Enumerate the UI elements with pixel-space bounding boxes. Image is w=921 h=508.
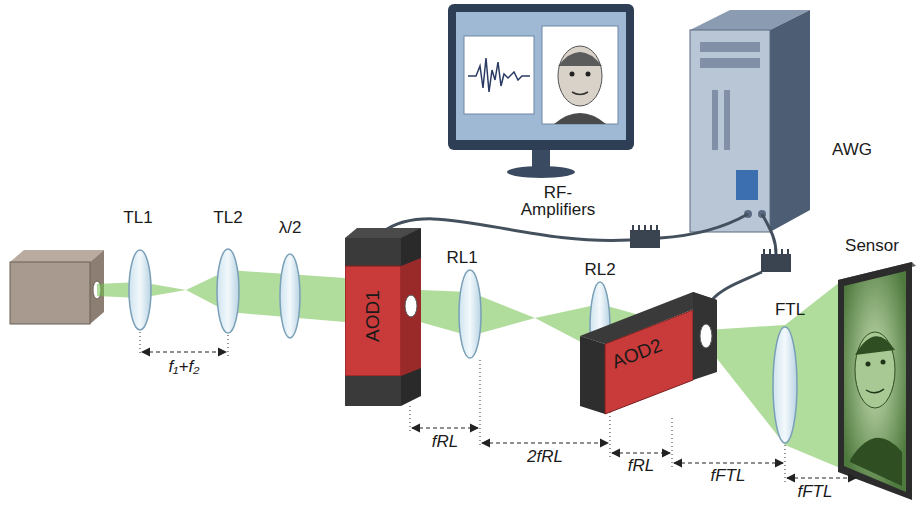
sensor [838, 262, 916, 500]
lens [129, 249, 797, 443]
dimension-line [140, 332, 856, 482]
rf-cables [383, 214, 776, 300]
distance-label: fRL [432, 432, 458, 451]
laser-beam [97, 270, 840, 468]
sensor-label: Sensor [845, 236, 899, 255]
aod-label: AOD1 [362, 290, 384, 342]
lens-label: RL2 [584, 260, 615, 279]
distance-label: f₁+f₂ [168, 357, 199, 376]
awg-computer [690, 10, 810, 232]
lens-label: FTL [775, 300, 805, 319]
distance-label: fRL [628, 456, 654, 475]
distance-label: fFTL [711, 466, 746, 485]
lens-label: RL1 [446, 248, 477, 267]
lens-label: TL2 [213, 208, 242, 227]
lens-label: TL1 [123, 208, 152, 227]
amplifier-label: RF- Amplifiers [510, 184, 606, 218]
waveplate-label: λ/2 [279, 218, 302, 237]
distance-label: 2fRL [527, 447, 563, 466]
rf-amplifier [630, 225, 791, 272]
monitor [448, 4, 634, 178]
aod-crystal: AOD2 [575, 288, 725, 418]
laser-source [10, 250, 104, 324]
awg-label: AWG [832, 140, 872, 159]
aod-crystal: AOD1 [345, 228, 421, 406]
distance-label: fFTL [798, 482, 833, 501]
